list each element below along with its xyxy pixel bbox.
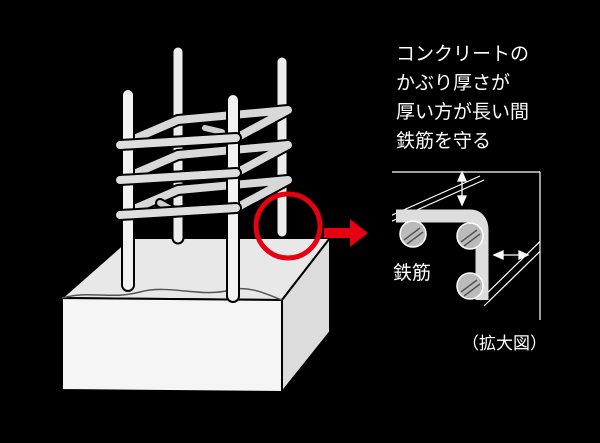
explanation-caption: コンクリートの かぶり厚さが 厚い方が長い間 鉄筋を守る (396, 40, 529, 156)
cover-dimension-arrows (456, 170, 530, 261)
highlight-circle (253, 191, 323, 261)
tie-hoops (114, 104, 294, 221)
rebar-cage (114, 45, 294, 303)
rebar-label: 鉄筋 (393, 262, 432, 284)
caption-line-3: 厚い方が長い間 (396, 101, 530, 123)
concrete-footing (59, 235, 333, 395)
caption-line-4: 鉄筋を守る (396, 130, 492, 152)
front-tie-segments (114, 132, 242, 221)
enlarged-detail (392, 170, 541, 320)
rebar-sections (399, 220, 484, 300)
caption-line-1: コンクリートの (396, 43, 530, 65)
enlarged-view-label: （拡大図） (462, 334, 547, 354)
highlight-marker (253, 191, 368, 261)
highlight-arrow (324, 219, 368, 247)
caption-line-2: かぶり厚さが (396, 72, 511, 94)
